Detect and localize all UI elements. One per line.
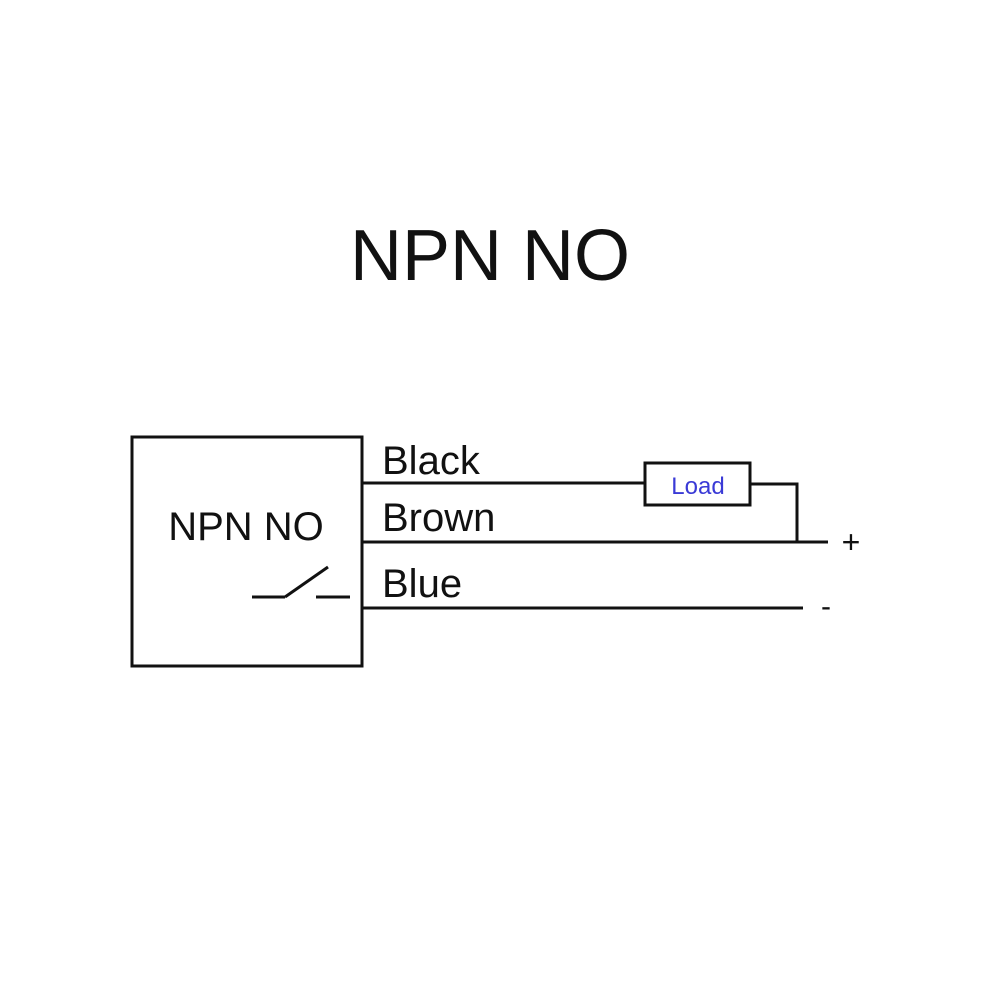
load-label: Load xyxy=(671,473,724,500)
positive-terminal-label: + xyxy=(842,524,861,560)
blue-wire-label: Blue xyxy=(382,562,462,606)
black-wire-label: Black xyxy=(382,439,481,483)
no-switch-symbol xyxy=(252,565,350,599)
sensor-label: NPN NO xyxy=(168,505,324,549)
load-resistor xyxy=(643,461,752,507)
diagram-title: NPN NO xyxy=(350,216,630,296)
sensor-box xyxy=(130,435,364,668)
negative-terminal-label: - xyxy=(821,590,831,623)
load-return-wire xyxy=(750,482,799,542)
brown-wire-label: Brown xyxy=(382,496,495,540)
